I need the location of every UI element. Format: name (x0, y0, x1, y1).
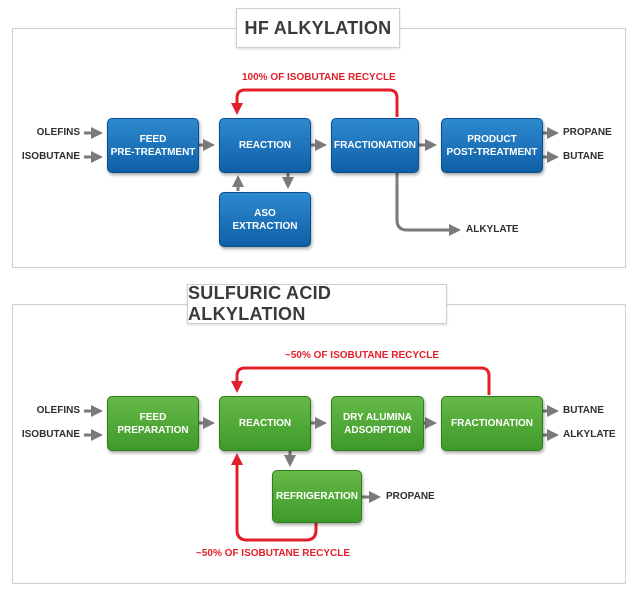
hf-recycle-label: 100% OF ISOBUTANE RECYCLE (242, 72, 396, 83)
hf-alkylate-label: ALKYLATE (466, 224, 519, 235)
hf-aso-extraction-box: ASO EXTRACTION (219, 192, 311, 247)
s-recycle-bottom-arrow (231, 453, 318, 542)
hf-reaction-box: REACTION (219, 118, 311, 173)
hf-product-posttreatment-box: PRODUCT POST-TREATMENT (441, 118, 543, 173)
s-fractionation-box: FRACTIONATION (441, 396, 543, 451)
hf-butane-label: BUTANE (563, 151, 604, 162)
hf-propane-label: PROPANE (563, 127, 612, 138)
hf-olefins-label: OLEFINS (36, 127, 80, 138)
s-feed-preparation-box: FEED PREPARATION (107, 396, 199, 451)
s-reaction-box: REACTION (219, 396, 311, 451)
s-refrigeration-box: REFRIGERATION (272, 470, 362, 523)
s-recycle-top-arrow (231, 366, 491, 395)
s-alkylate-label: ALKYLATE (563, 429, 616, 440)
sulfuric-title: SULFURIC ACID ALKYLATION (187, 283, 447, 324)
s-dry-alumina-box: DRY ALUMINA ADSORPTION (331, 396, 424, 451)
hf-recycle-arrow (231, 88, 399, 117)
s-recycle-top-label: ~50% OF ISOBUTANE RECYCLE (285, 350, 440, 361)
s-propane-label: PROPANE (386, 491, 435, 502)
s-olefins-label: OLEFINS (36, 405, 80, 416)
hf-feed-pretreatment-box: FEED PRE-TREATMENT (107, 118, 199, 173)
hf-fractionation-box: FRACTIONATION (331, 118, 419, 173)
hf-title: HF ALKYLATION (236, 8, 400, 48)
s-isobutane-label: ISOBUTANE (21, 429, 80, 440)
s-butane-label: BUTANE (563, 405, 604, 416)
hf-isobutane-label: ISOBUTANE (21, 151, 80, 162)
s-recycle-bottom-label: ~50% OF ISOBUTANE RECYCLE (196, 548, 351, 559)
hf-alkylate-arrow (395, 173, 461, 236)
